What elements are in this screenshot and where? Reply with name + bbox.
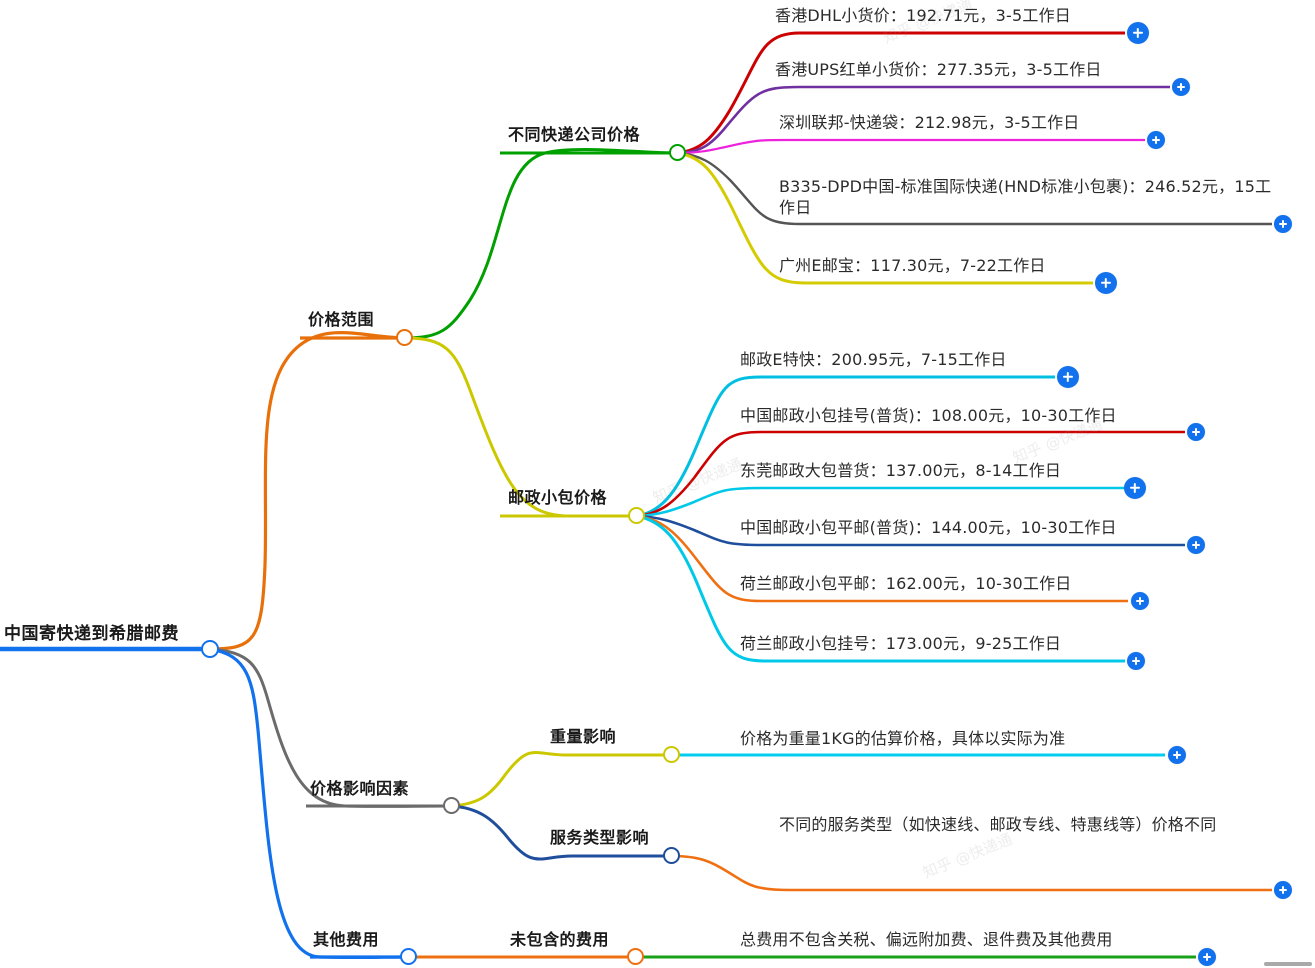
leaf-label-service-note[interactable]: 不同的服务类型（如快速线、邮政专线、特惠线等）价格不同 — [779, 815, 1279, 836]
subtopic-handle-not-included-fees[interactable] — [627, 948, 644, 965]
branch-label-price-factors[interactable]: 价格影响因素 — [310, 779, 410, 798]
leaf-label-dhl-hk[interactable]: 香港DHL小货价：192.71元，3-5工作日 — [775, 6, 1071, 25]
leaf-label-fedex-sz[interactable]: 深圳联邦-快递袋：212.98元，3-5工作日 — [779, 113, 1080, 132]
leaf-label-nl-registered[interactable]: 荷兰邮政小包挂号：173.00元，9-25工作日 — [740, 634, 1062, 653]
leaf-text-service-note: 不同的服务类型（如快速线、邮政专线、特惠线等）价格不同 — [779, 815, 1217, 834]
leaf-label-epacket-express[interactable]: 邮政E特快：200.95元，7-15工作日 — [740, 350, 1007, 369]
leaf-label-cn-surface[interactable]: 中国邮政小包平邮(普货)：144.00元，10-30工作日 — [740, 518, 1117, 537]
expand-icon-cn-surface[interactable] — [1187, 536, 1205, 554]
expand-icon-gz-epacket[interactable] — [1095, 272, 1117, 294]
expand-icon-epacket-express[interactable] — [1057, 366, 1079, 388]
subtopic-label-not-included-fees[interactable]: 未包含的费用 — [510, 930, 610, 949]
expand-icon-nl-registered[interactable] — [1127, 652, 1145, 670]
subtopic-handle-weight-impact[interactable] — [663, 746, 680, 763]
expand-icon-fedex-sz[interactable] — [1147, 131, 1165, 149]
leaf-label-dpd-hnd[interactable]: B335-DPD中国-标准国际快递(HND标准小包裹)：246.52元，15工作… — [779, 177, 1279, 219]
expand-icon-dg-bigparcel[interactable] — [1124, 477, 1146, 499]
subtopic-label-courier-prices[interactable]: 不同快递公司价格 — [508, 125, 641, 144]
leaf-label-dg-bigparcel[interactable]: 东莞邮政大包普货：137.00元，8-14工作日 — [740, 461, 1062, 480]
expand-icon-weight-note[interactable] — [1168, 746, 1186, 764]
branch-label-other-fees[interactable]: 其他费用 — [313, 930, 380, 949]
watermark: 知乎 @快递通 — [650, 454, 745, 508]
subtopic-label-service-type-impact[interactable]: 服务类型影响 — [550, 828, 650, 847]
branch-label-price-range[interactable]: 价格范围 — [308, 310, 375, 329]
leaf-label-cn-registered[interactable]: 中国邮政小包挂号(普货)：108.00元，10-30工作日 — [740, 406, 1117, 425]
root-node-handle[interactable] — [201, 640, 219, 658]
subtopic-handle-postal-prices[interactable] — [628, 507, 645, 524]
leaf-label-ups-hk[interactable]: 香港UPS红单小货价：277.35元，3-5工作日 — [775, 60, 1102, 79]
expand-icon-service-note[interactable] — [1274, 881, 1292, 899]
expand-icon-ups-hk[interactable] — [1172, 78, 1190, 96]
leaf-label-weight-note[interactable]: 价格为重量1KG的估算价格，具体以实际为准 — [740, 729, 1066, 748]
expand-icon-dhl-hk[interactable] — [1127, 22, 1149, 44]
expand-icon-excluded-fees[interactable] — [1198, 948, 1216, 966]
leaf-text-dpd-hnd: B335-DPD中国-标准国际快递(HND标准小包裹)：246.52元，15工作… — [779, 177, 1272, 217]
expand-icon-dpd-hnd[interactable] — [1274, 215, 1292, 233]
watermark: 知乎 @快递通 — [920, 829, 1015, 883]
branch-handle-price-factors[interactable] — [443, 797, 460, 814]
expand-icon-nl-surface[interactable] — [1131, 592, 1149, 610]
subtopic-label-postal-prices[interactable]: 邮政小包价格 — [508, 488, 608, 507]
leaf-label-excluded-fees[interactable]: 总费用不包含关税、偏远附加费、退件费及其他费用 — [740, 930, 1113, 949]
horizontal-scrollbar-thumb[interactable] — [1264, 962, 1312, 966]
leaf-label-nl-surface[interactable]: 荷兰邮政小包平邮：162.00元，10-30工作日 — [740, 574, 1072, 593]
branch-handle-price-range[interactable] — [396, 329, 413, 346]
subtopic-label-weight-impact[interactable]: 重量影响 — [550, 727, 617, 746]
subtopic-handle-service-type-impact[interactable] — [663, 847, 680, 864]
leaf-label-gz-epacket[interactable]: 广州E邮宝：117.30元，7-22工作日 — [779, 256, 1046, 275]
expand-icon-cn-registered[interactable] — [1187, 423, 1205, 441]
branch-handle-other-fees[interactable] — [400, 948, 417, 965]
subtopic-handle-courier-prices[interactable] — [669, 144, 686, 161]
root-node-label[interactable]: 中国寄快递到希腊邮费 — [4, 624, 179, 644]
